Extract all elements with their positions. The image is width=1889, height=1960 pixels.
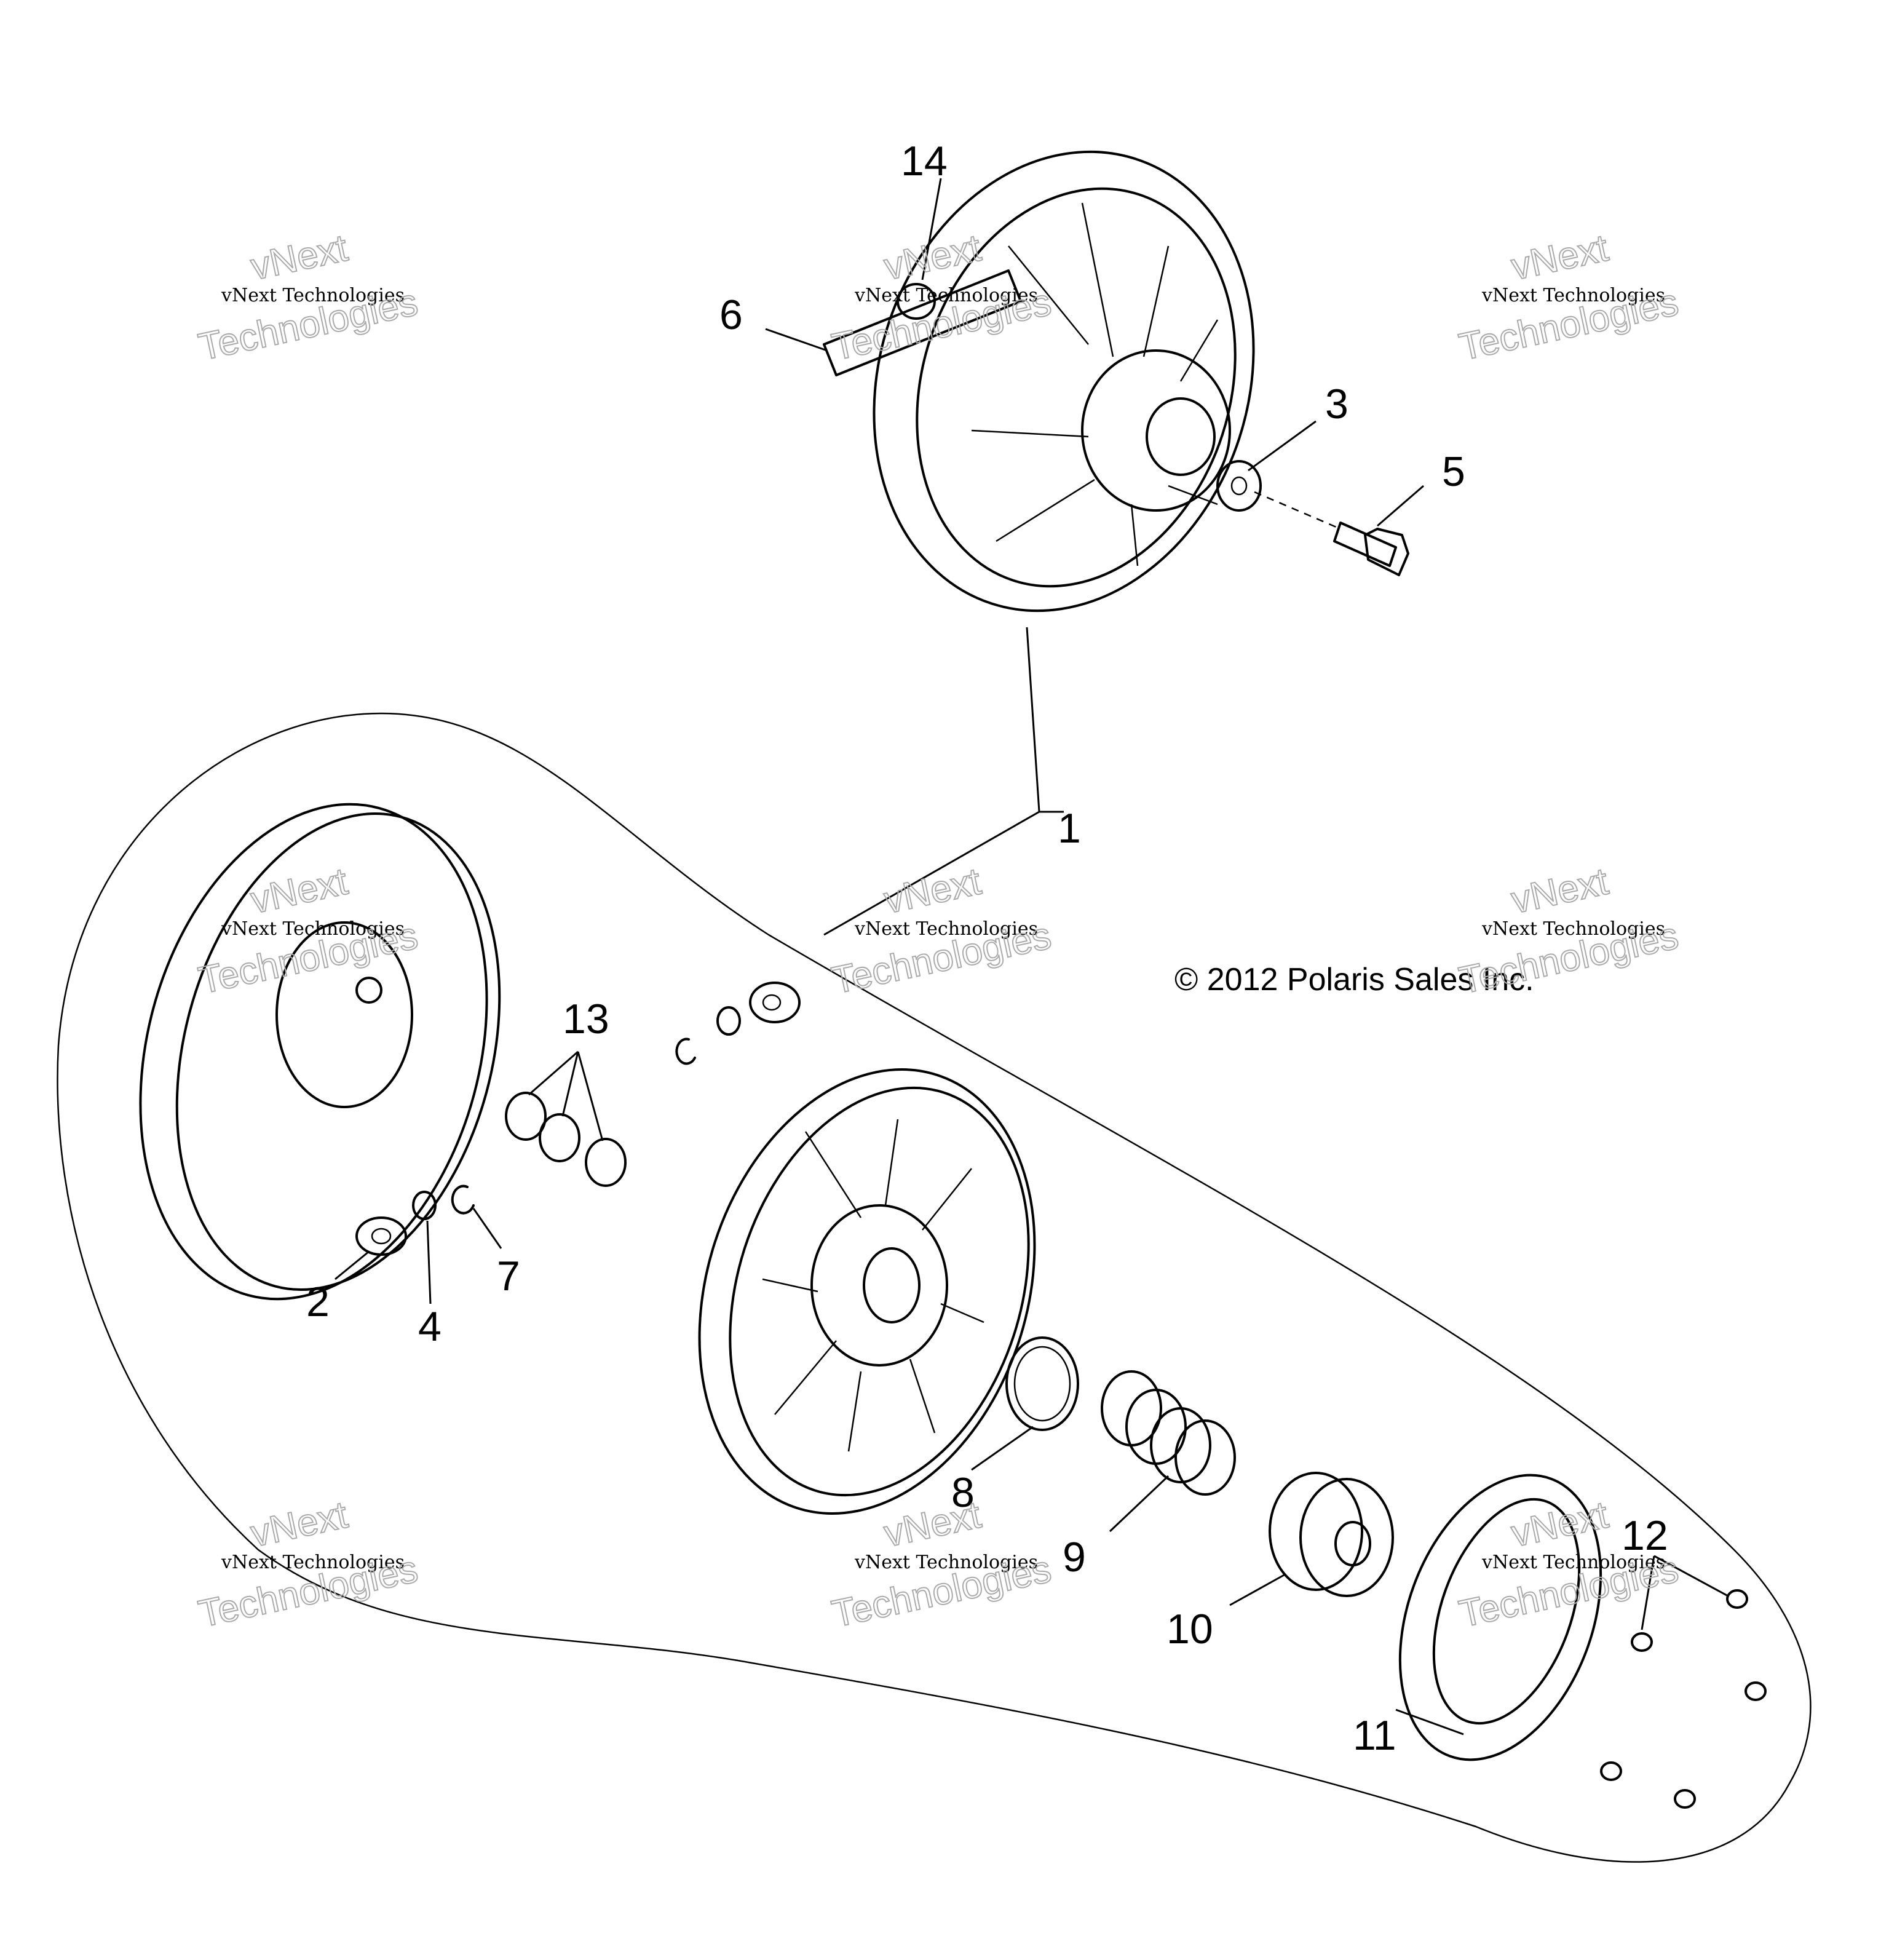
watermark-7-line1: vNext xyxy=(247,1494,351,1555)
copyright-notice: © 2012 Polaris Sales Inc. xyxy=(1174,962,1534,998)
ring-part-8 xyxy=(1005,1336,1079,1431)
watermark-5-line2: vNext Technologies xyxy=(854,918,1038,940)
upper-bearing-stack xyxy=(675,982,801,1065)
callout-2: 2 xyxy=(306,1279,330,1325)
callout-8: 8 xyxy=(951,1469,975,1516)
callout-6: 6 xyxy=(719,292,743,338)
key-part xyxy=(823,269,1022,376)
callout-11: 11 xyxy=(1353,1712,1396,1759)
secondary-sheave xyxy=(698,1068,1036,1515)
watermark-9: vNext vNext Technologies Technologies xyxy=(1455,1493,1682,1637)
watermark-6-line2: vNext Technologies xyxy=(1481,918,1665,940)
watermark-6: vNext vNext Technologies Technologies xyxy=(1455,860,1682,1003)
callout-9: 9 xyxy=(1063,1534,1086,1581)
watermark-9-line2: vNext Technologies xyxy=(1481,1552,1665,1573)
watermark-3: vNext vNext Technologies Technologies xyxy=(1455,226,1682,370)
watermark-3-line2: vNext Technologies xyxy=(1481,285,1665,306)
watermark-4: vNext vNext Technologies Technologies xyxy=(194,860,422,1003)
bearing-part-2 xyxy=(355,1216,407,1256)
callout-10: 10 xyxy=(1166,1606,1213,1653)
shims-part-13 xyxy=(505,1092,627,1187)
callout-7: 7 xyxy=(497,1253,520,1299)
watermark-7: vNext vNext Technologies Technologies xyxy=(194,1493,422,1637)
spring-part-9 xyxy=(1101,1370,1236,1496)
drive-belt-outline xyxy=(57,712,1812,1863)
watermark-9-line1: vNext xyxy=(1508,1494,1612,1555)
watermark-2-line2: vNext Technologies xyxy=(854,285,1038,306)
callout-13: 13 xyxy=(563,996,609,1042)
helix-part-10 xyxy=(1269,1472,1394,1597)
leader-lines xyxy=(335,178,1729,1736)
callout-4: 4 xyxy=(418,1303,442,1350)
fixed-sheave xyxy=(139,803,501,1301)
watermark-2-line1: vNext xyxy=(881,227,984,288)
callout-12: 12 xyxy=(1622,1512,1668,1559)
watermark-8-line1: vNext xyxy=(881,1494,984,1555)
washer-part-4 xyxy=(412,1191,437,1220)
watermark-3-line1: vNext xyxy=(1508,227,1612,288)
o-ring-part xyxy=(897,283,936,320)
e-clip-part-7 xyxy=(451,1184,475,1215)
screws-part-12 xyxy=(1600,1589,1767,1809)
watermark-5: vNext vNext Technologies Technologies xyxy=(828,860,1055,1003)
watermark-1-line2: vNext Technologies xyxy=(221,285,405,306)
watermark-6-line1: vNext xyxy=(1508,860,1612,922)
watermark-1: vNext vNext Technologies Technologies xyxy=(194,226,422,370)
watermark-8: vNext vNext Technologies Technologies xyxy=(828,1493,1055,1637)
bolt-part-5 xyxy=(1333,522,1409,576)
watermark-8-line2: vNext Technologies xyxy=(854,1552,1038,1573)
watermark-1-line1: vNext xyxy=(247,227,351,288)
callout-1: 1 xyxy=(1058,805,1081,852)
watermark-4-line1: vNext xyxy=(247,860,351,922)
watermark-5-line1: vNext xyxy=(881,860,984,922)
callout-5: 5 xyxy=(1442,448,1465,495)
watermark-2: vNext vNext Technologies Technologies xyxy=(828,226,1055,370)
callout-14: 14 xyxy=(901,138,948,184)
callout-3: 3 xyxy=(1325,381,1348,427)
watermark-7-line2: vNext Technologies xyxy=(221,1552,405,1573)
movable-sheave xyxy=(873,150,1255,613)
cover-plate-part-11 xyxy=(1398,1474,1602,1761)
callout-labels: 1 2 3 4 5 6 7 8 9 10 11 12 13 14 xyxy=(306,138,1668,1759)
watermark-4-line2: vNext Technologies xyxy=(221,918,405,940)
washer-part-3 xyxy=(1216,460,1262,512)
